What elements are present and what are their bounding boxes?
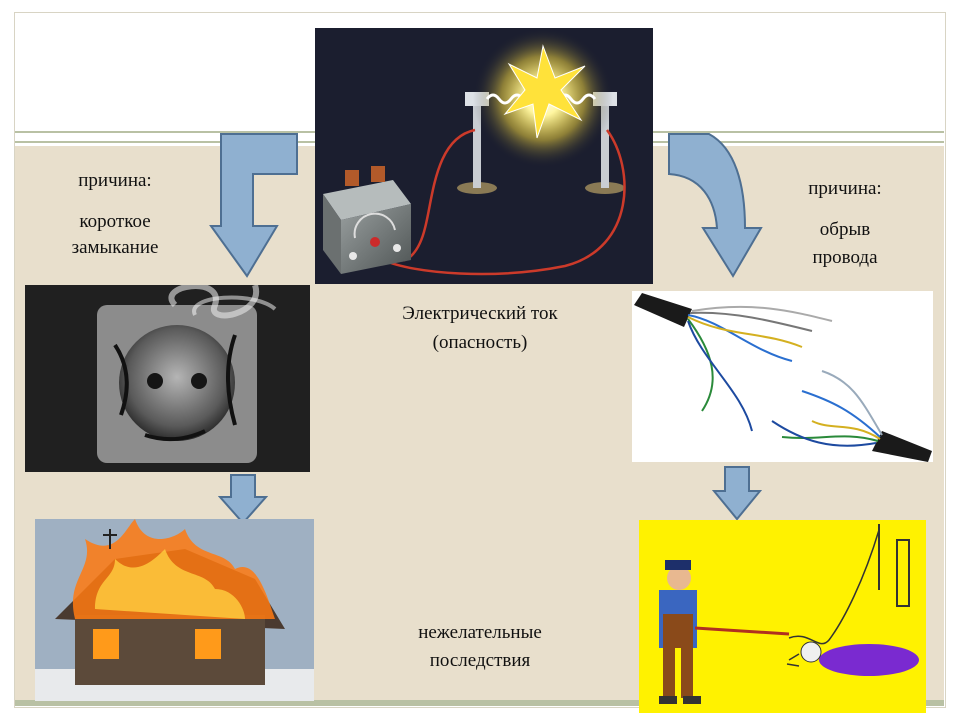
left-down-arrow [218,474,268,525]
electrocution-illustration [639,520,926,713]
right-cause-label: причина: [808,178,882,199]
right-cause-line2: провода [812,247,878,268]
left-cause-line1: короткое [79,211,151,232]
electric-circuit-photo [315,28,653,284]
slide-frame [14,12,946,708]
torn-cable-photo [632,291,933,462]
burnt-socket-photo [25,285,310,472]
right-down-arrow [712,466,762,521]
left-cause-label: причина: [78,170,152,191]
left-cause-line2: замыкание [71,237,159,258]
consequences-line2: последствия [429,650,531,671]
footer-stripe [15,700,944,706]
right-curved-arrow [668,133,763,278]
center-title-line2: (опасность) [432,332,528,353]
left-bent-arrow [209,133,298,278]
center-title-line1: Электрический ток [402,303,558,324]
consequences-line1: нежелательные [418,622,542,643]
burning-house-photo [35,519,314,701]
right-cause-line1: обрыв [819,219,871,240]
